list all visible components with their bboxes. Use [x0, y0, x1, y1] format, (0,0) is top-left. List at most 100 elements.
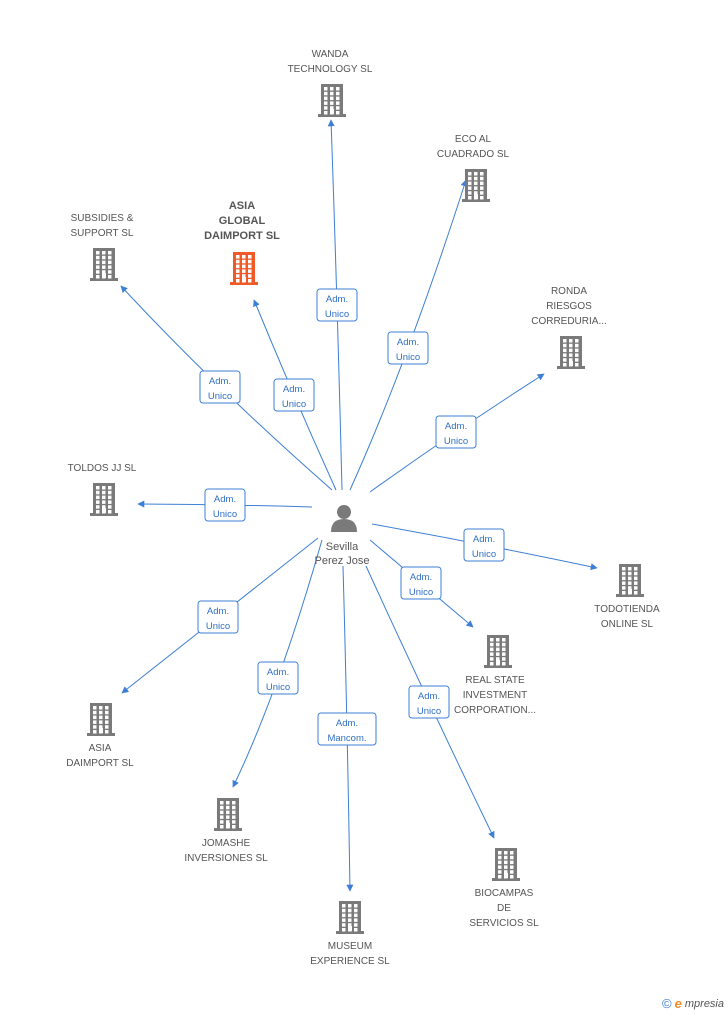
- company-name-line: CUADRADO SL: [437, 149, 510, 160]
- edge-role-label[interactable]: Adm. Unico: [387, 331, 429, 365]
- brand-logo-text: mpresia: [684, 997, 724, 1010]
- company-node-toldos[interactable]: TOLDOS JJ SL: [68, 463, 137, 516]
- person-icon: [331, 505, 357, 532]
- company-name-line: BIOCAMPAS: [475, 888, 534, 899]
- edge-realstate: Adm.Unico: [369, 539, 474, 628]
- edge-role-line: Adm.: [410, 572, 432, 583]
- company-node-wanda[interactable]: WANDA TECHNOLOGY SL: [288, 49, 373, 117]
- company-name-line: ASIA: [229, 200, 255, 212]
- company-node-asia-daimport[interactable]: ASIA DAIMPORT SL: [66, 703, 134, 769]
- edge-role-line: Unico: [472, 549, 496, 560]
- edge-role-label[interactable]: Adm. Unico: [199, 370, 241, 404]
- company-name-line: DAIMPORT SL: [66, 758, 134, 769]
- person-name-line-2: Perez Jose: [314, 555, 369, 567]
- company-name-line: WANDA: [312, 49, 349, 60]
- edge-eco: Adm. Unico: [349, 179, 468, 491]
- company-node-realstate[interactable]: REAL STATEINVESTMENTCORPORATION...: [454, 635, 536, 716]
- edge-role-line: Unico: [208, 391, 232, 402]
- edge-role-label[interactable]: Adm.Unico: [257, 661, 299, 695]
- edge-role-label[interactable]: Adm.Unico: [316, 288, 358, 322]
- building-icon: [230, 252, 258, 285]
- edge-todotienda: Adm. Unico: [371, 523, 598, 571]
- company-name-line: EXPERIENCE SL: [310, 956, 390, 967]
- building-icon: [484, 635, 512, 668]
- building-icon: [492, 848, 520, 881]
- edge-role-label[interactable]: Adm. Unico: [435, 415, 477, 449]
- edge-role-line: Unico: [206, 621, 230, 632]
- building-icon: [90, 483, 118, 516]
- company-name-line: RONDA: [551, 286, 587, 297]
- company-name-line: SUBSIDIES &: [71, 213, 134, 224]
- building-icon: [616, 564, 644, 597]
- brand-logo-e: e: [674, 996, 682, 1011]
- person-name-line-1: Sevilla: [326, 541, 359, 553]
- company-name-line: SERVICIOS SL: [469, 918, 539, 929]
- edge-toldos: Adm.Unico: [137, 488, 313, 522]
- company-node-asia-global[interactable]: ASIA GLOBAL DAIMPORT SL: [204, 200, 280, 285]
- company-name-line: INVESTMENT: [463, 690, 527, 701]
- edge-role-label[interactable]: Adm. Mancom.: [317, 712, 377, 746]
- edge-role-line: Adm.: [397, 337, 419, 348]
- company-name-line: REAL STATE: [465, 675, 525, 686]
- company-name-line: ASIA: [89, 743, 112, 754]
- edge-wanda: Adm.Unico: [316, 119, 358, 491]
- building-icon: [462, 169, 490, 202]
- building-icon: [336, 901, 364, 934]
- edge-role-line: Adm.: [418, 691, 440, 702]
- nodes-layer: WANDA TECHNOLOGY SL ECO AL CUADRADO SL SUBSI…: [66, 49, 660, 967]
- edge-role-line: Adm.: [473, 534, 495, 545]
- edge-role-line: Unico: [396, 352, 420, 363]
- edge-role-line: Unico: [266, 682, 290, 693]
- edge-role-line: Unico: [417, 706, 441, 717]
- edge-biocampas: Adm. Unico: [365, 565, 495, 839]
- edge-role-line: Adm.: [283, 384, 305, 395]
- edge-role-line: Adm.: [336, 718, 358, 729]
- edge-role-label[interactable]: Adm.Unico: [204, 488, 246, 522]
- edge-role-line: Adm.: [209, 376, 231, 387]
- edge-role-label[interactable]: Adm. Unico: [408, 685, 450, 719]
- edge-ronda: Adm. Unico: [369, 373, 545, 493]
- company-name-line: MUSEUM: [328, 941, 372, 952]
- edge-asia-global: Adm.Unico: [253, 299, 337, 491]
- edge-role-line: Unico: [444, 436, 468, 447]
- company-node-subsidies[interactable]: SUBSIDIES & SUPPORT SL: [71, 213, 134, 281]
- company-name-line: ECO AL: [455, 134, 492, 145]
- person-node[interactable]: Sevilla Perez Jose: [314, 505, 370, 567]
- company-name-line: GLOBAL: [219, 215, 266, 227]
- edge-asia-daimport: Adm. Unico: [121, 537, 319, 694]
- edge-role-line: Mancom.: [327, 733, 366, 744]
- edge-role-label[interactable]: Adm. Unico: [463, 528, 505, 562]
- company-name-line: CORREDURIA...: [531, 316, 607, 327]
- edge-role-label[interactable]: Adm.Unico: [400, 566, 442, 600]
- copyright-icon: ©: [662, 996, 672, 1011]
- edge-role-line: Adm.: [207, 606, 229, 617]
- building-icon: [557, 336, 585, 369]
- edge-role-line: Adm.: [214, 494, 236, 505]
- company-node-museum[interactable]: MUSEUM EXPERIENCE SL: [310, 901, 390, 967]
- edge-museum: Adm. Mancom.: [317, 565, 377, 892]
- company-name-line: RIESGOS: [546, 301, 592, 312]
- edge-jomashe: Adm.Unico: [232, 539, 323, 788]
- building-icon: [214, 798, 242, 831]
- edge-role-line: Adm.: [445, 421, 467, 432]
- edge-subsidies: Adm. Unico: [120, 285, 333, 491]
- company-node-ronda[interactable]: RONDA RIESGOS CORREDURIA...: [531, 286, 607, 369]
- building-icon: [87, 703, 115, 736]
- company-name-line: JOMASHE: [202, 838, 251, 849]
- edge-role-line: Adm.: [326, 294, 348, 305]
- company-name-line: TECHNOLOGY SL: [288, 64, 373, 75]
- edge-role-label[interactable]: Adm.Unico: [273, 378, 315, 412]
- company-name-line: DAIMPORT SL: [204, 230, 280, 242]
- company-name-line: SUPPORT SL: [71, 228, 134, 239]
- company-name-line: ONLINE SL: [601, 619, 654, 630]
- company-node-eco[interactable]: ECO AL CUADRADO SL: [437, 134, 510, 202]
- building-icon: [318, 84, 346, 117]
- building-icon: [90, 248, 118, 281]
- edge-role-label[interactable]: Adm. Unico: [197, 600, 239, 634]
- company-name-line: TOLDOS JJ SL: [68, 463, 137, 474]
